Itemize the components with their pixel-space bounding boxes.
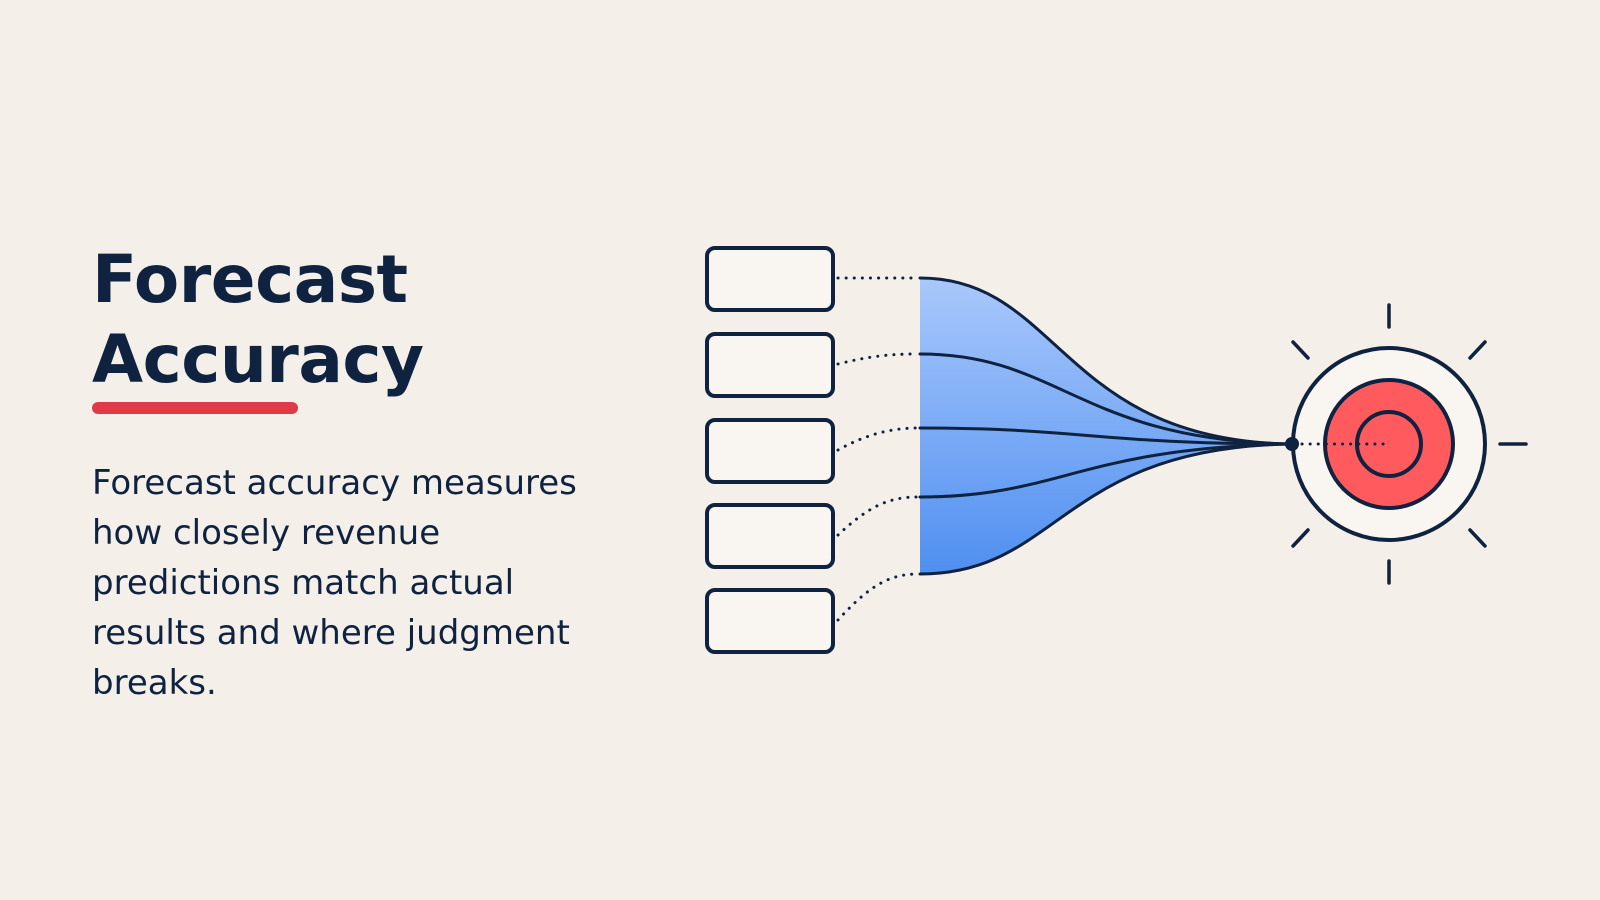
text-block: Forecast Accuracy Forecast accuracy meas… bbox=[92, 240, 632, 708]
curve-line-2 bbox=[918, 352, 1292, 446]
sparkle-rays bbox=[1291, 303, 1528, 585]
curve-line-5 bbox=[918, 442, 1292, 576]
slide-title: Forecast Accuracy bbox=[92, 240, 632, 400]
title-underline bbox=[92, 402, 298, 414]
slide-body: Forecast accuracy measures how closely r… bbox=[92, 463, 577, 703]
input-box-2 bbox=[705, 332, 835, 398]
input-box-1 bbox=[705, 246, 835, 312]
connector-2 bbox=[836, 352, 920, 366]
connector-4 bbox=[836, 495, 920, 537]
connector-5 bbox=[836, 572, 920, 622]
input-box-3 bbox=[705, 418, 835, 484]
curve-line-1 bbox=[918, 276, 1292, 446]
convergence-point bbox=[1285, 437, 1299, 451]
title-line-2: Accuracy bbox=[92, 321, 424, 398]
title-line-1: Forecast bbox=[92, 241, 408, 318]
input-box-5 bbox=[705, 588, 835, 654]
curve-line-4 bbox=[918, 442, 1292, 499]
funnel-band bbox=[920, 278, 1290, 574]
curve-line-3 bbox=[918, 426, 1292, 446]
connector-3 bbox=[836, 426, 920, 452]
target-icon bbox=[1291, 346, 1487, 542]
input-box-4 bbox=[705, 503, 835, 569]
